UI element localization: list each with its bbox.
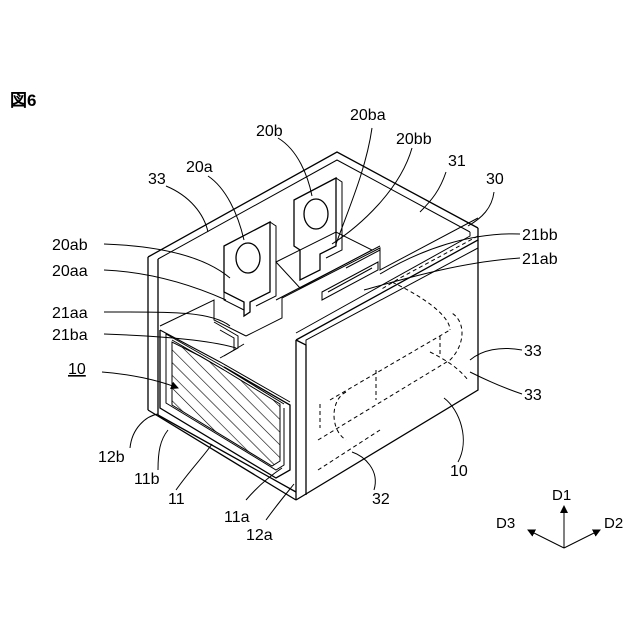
direction-d1: D1 (552, 487, 571, 504)
label-11: 11 (168, 491, 185, 508)
label-21bb: 21bb (522, 227, 558, 244)
hidden-lines (318, 236, 478, 470)
label-30: 30 (486, 171, 504, 188)
label-33-top: 33 (148, 171, 166, 188)
direction-d2: D2 (604, 515, 623, 532)
label-10-right: 10 (450, 463, 468, 480)
label-33-right-2: 33 (524, 387, 542, 404)
terminal-20b (276, 178, 380, 300)
label-20ab: 20ab (52, 237, 88, 254)
label-21ba: 21ba (52, 327, 88, 344)
tab-21ab (322, 250, 380, 300)
figure-title: 図6 (10, 91, 36, 110)
label-32: 32 (372, 491, 390, 508)
label-21aa: 21aa (52, 305, 88, 322)
label-20b: 20b (256, 123, 283, 140)
direction-axes: D1 D2 D3 (496, 487, 623, 548)
direction-d3: D3 (496, 515, 515, 532)
electrode-body-11 (160, 330, 290, 478)
label-21ab: 21ab (522, 251, 558, 268)
terminal-20a (224, 222, 276, 316)
outer-case-30 (148, 152, 478, 500)
label-20ba: 20ba (350, 107, 386, 124)
inner-partition (160, 218, 478, 345)
label-20a: 20a (186, 159, 213, 176)
label-10-underlined: 10 (68, 361, 86, 378)
label-12b: 12b (98, 449, 125, 466)
label-31: 31 (448, 153, 466, 170)
label-20aa: 20aa (52, 263, 88, 280)
label-33-right-1: 33 (524, 343, 542, 360)
label-12a: 12a (246, 527, 273, 544)
label-11b: 11b (134, 471, 160, 488)
label-11a: 11a (224, 509, 250, 526)
label-20bb: 20bb (396, 131, 432, 148)
